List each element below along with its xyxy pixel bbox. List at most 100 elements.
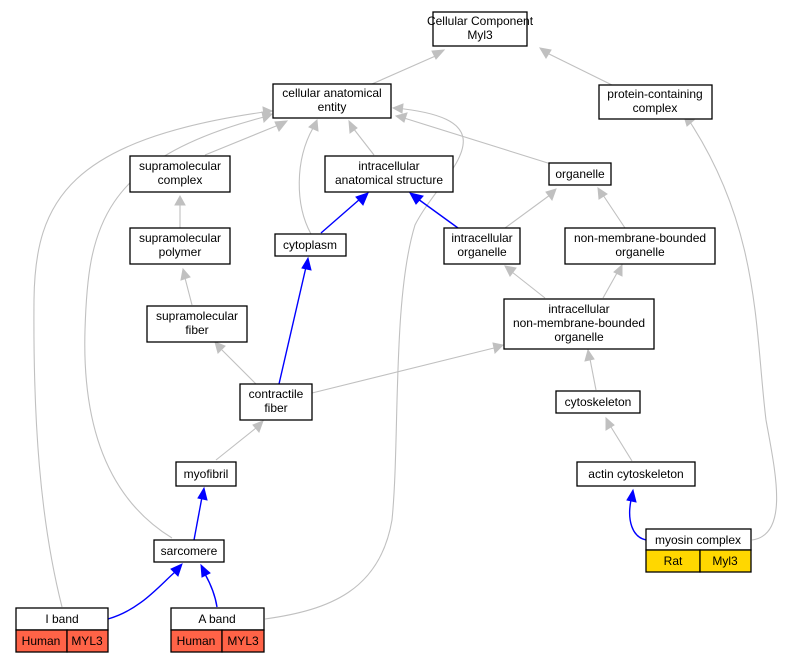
arrowhead-icon	[200, 563, 211, 578]
node-supramolecular-complex[interactable]: supramolecular complex	[129, 155, 231, 193]
annotation-a-band: Human MYL3	[170, 629, 265, 653]
node-myofibril[interactable]: myofibril	[175, 461, 237, 487]
node-i-band[interactable]: I band	[15, 607, 109, 631]
node-label-line: sarcomere	[161, 544, 218, 558]
edge-nmbo-org	[602, 194, 626, 229]
arrowhead-icon	[431, 49, 446, 60]
arrowhead-icon	[262, 106, 274, 117]
part-of-edges	[107, 192, 647, 620]
node-label-line: fiber	[264, 401, 287, 415]
node-intracellular-non-membrane-bounded-organelle[interactable]: intracellular non-membrane-bounded organ…	[503, 298, 655, 350]
edge-cyto-ias	[320, 198, 361, 234]
node-label-line: complex	[158, 173, 203, 187]
node-cellular-anatomical-entity[interactable]: cellular anatomical entity	[272, 83, 392, 119]
edge-sarc-myof	[193, 496, 203, 541]
node-label-line: organelle	[555, 167, 605, 181]
node-intracellular-anatomical-structure[interactable]: intracellular anatomical structure	[324, 155, 454, 193]
node-label-line: polymer	[159, 245, 202, 259]
node-label-line: protein-containing	[607, 87, 702, 101]
edge-pcc-root	[544, 51, 613, 86]
edge-myof-cf	[215, 427, 257, 461]
gene-label: MYL3	[71, 634, 103, 648]
node-a-band[interactable]: A band	[170, 607, 265, 631]
gene-label: Myl3	[712, 554, 738, 568]
arrowhead-icon	[348, 119, 358, 134]
node-label-line: cellular anatomical	[282, 86, 381, 100]
node-label-line: contractile	[249, 387, 304, 401]
arrowhead-icon	[409, 192, 424, 205]
arrowhead-icon	[584, 348, 595, 362]
node-label-line: complex	[633, 101, 678, 115]
species-label: Human	[177, 634, 216, 648]
node-contractile-fiber[interactable]: contractile fiber	[239, 383, 313, 421]
edge-cyto-cae	[298, 127, 314, 235]
node-cytoskeleton[interactable]: cytoskeleton	[555, 390, 641, 414]
edge-inmbo-nmbo	[602, 272, 618, 299]
node-label-line: intracellular	[548, 302, 609, 316]
edge-cysk-inmbo	[589, 358, 597, 391]
edge-cf-inmbo	[311, 347, 495, 394]
node-organelle[interactable]: organelle	[548, 162, 612, 186]
edge-acsk-cysk	[610, 426, 633, 462]
edge-smf-smp	[184, 277, 193, 306]
arrowhead-icon	[504, 265, 517, 277]
node-label-line: organelle	[615, 245, 665, 259]
arrowhead-icon	[597, 187, 608, 200]
node-label-line: non-membrane-bounded	[513, 316, 645, 330]
node-actin-cytoskeleton[interactable]: actin cytoskeleton	[576, 461, 696, 487]
arrowhead-icon	[197, 486, 208, 501]
node-supramolecular-fiber[interactable]: supramolecular fiber	[146, 305, 248, 343]
edge-iband-sarc	[107, 571, 176, 620]
arrowhead-icon	[394, 112, 408, 123]
edge-cf-smf	[221, 349, 257, 385]
gene-cell	[221, 629, 265, 653]
node-non-membrane-bounded-organelle[interactable]: non-membrane-bounded organelle	[564, 227, 716, 265]
node-myosin-complex[interactable]: myosin complex	[645, 528, 752, 551]
edge-iband-cae	[33, 111, 265, 608]
node-label-line: myofibril	[184, 467, 229, 481]
node-label-line: cytoplasm	[283, 238, 337, 252]
edge-smc-cae	[204, 123, 282, 156]
arrowhead-icon	[274, 120, 289, 132]
node-protein-containing-complex[interactable]: protein-containing complex	[598, 84, 713, 120]
arrowhead-icon	[174, 194, 186, 206]
species-label: Human	[22, 634, 61, 648]
arrowhead-icon	[301, 256, 312, 271]
edge-myoc-pcc	[689, 121, 778, 541]
arrowhead-icon	[308, 118, 319, 132]
annotation-myosin-complex: Rat Myl3	[645, 549, 752, 573]
node-label-line: supramolecular	[139, 159, 221, 173]
arrowhead-icon	[605, 416, 615, 431]
edge-io-ias	[417, 198, 459, 229]
node-sarcomere[interactable]: sarcomere	[153, 539, 225, 563]
arrowhead-icon	[214, 341, 226, 354]
node-label-line: myosin complex	[655, 533, 741, 547]
node-cytoplasm[interactable]: cytoplasm	[274, 233, 347, 257]
edge-org-cae	[403, 117, 552, 165]
node-label-line: organelle	[554, 330, 604, 344]
is-a-edges	[33, 47, 778, 620]
edge-io-org	[504, 194, 551, 229]
arrowhead-icon	[252, 420, 264, 433]
arrowhead-icon	[170, 563, 183, 577]
node-label-line: supramolecular	[139, 231, 221, 245]
node-label-line: entity	[318, 100, 347, 114]
edge-aband-cae	[264, 107, 464, 620]
node-supramolecular-polymer[interactable]: supramolecular polymer	[129, 227, 231, 265]
species-label: Rat	[664, 554, 683, 568]
node-label-line: anatomical structure	[335, 173, 443, 187]
arrowhead-icon	[539, 47, 552, 59]
node-label-line: organelle	[457, 245, 507, 259]
arrowhead-icon	[391, 103, 404, 114]
edge-myoc-acsk	[628, 499, 647, 541]
node-intracellular-organelle[interactable]: intracellular organelle	[443, 227, 521, 265]
node-label-line: intracellular	[358, 159, 419, 173]
node-label-line: supramolecular	[156, 309, 238, 323]
node-cellular-component-myl3[interactable]: Cellular Component Myl3	[427, 11, 534, 47]
node-label-line: intracellular	[451, 231, 512, 245]
node-label-line: fiber	[185, 323, 208, 337]
arrowhead-icon	[545, 188, 557, 202]
arrowhead-icon	[613, 263, 623, 277]
gene-cell	[699, 549, 752, 573]
